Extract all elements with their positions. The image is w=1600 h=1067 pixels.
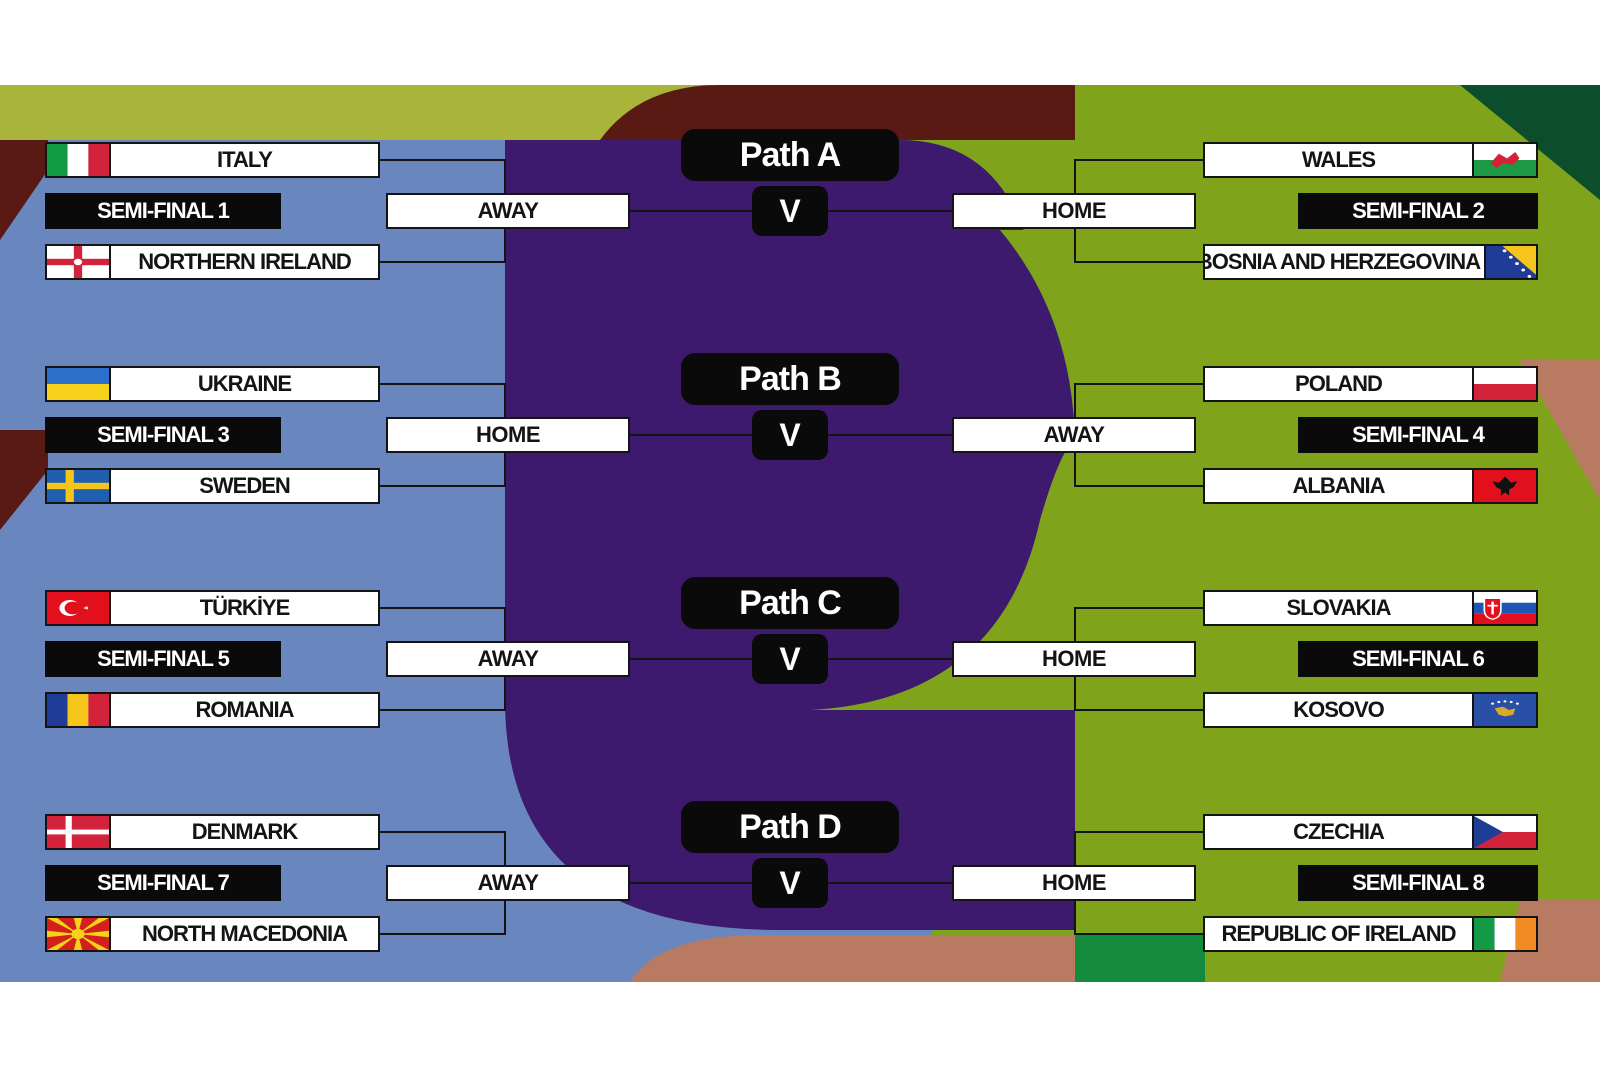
path-d-left-semi-final-label: SEMI-FINAL 7	[45, 865, 281, 901]
path-b-left-team2: SWEDEN	[45, 468, 380, 504]
path-a-left-semi-final-label: SEMI-FINAL 1	[45, 193, 281, 229]
wales-flag-icon	[1472, 144, 1536, 176]
path-c-left-team1-name: TÜRKİYE	[199, 595, 291, 620]
path-c-right-semi-final-label: SEMI-FINAL 6	[1298, 641, 1538, 677]
path-a-right-team1-name: WALES	[1301, 147, 1376, 172]
path-d-left-venue: AWAY	[386, 865, 630, 901]
path-c-left-team2: ROMANIA	[45, 692, 380, 728]
slovakia-flag-icon	[1472, 592, 1536, 624]
path-a-left-venue: AWAY	[386, 193, 630, 229]
denmark-flag-icon	[47, 816, 111, 848]
path-c-right-venue: HOME	[952, 641, 1196, 677]
sweden-flag-icon	[47, 470, 111, 502]
path-b-vs-badge: V	[752, 410, 828, 460]
path-a-right-team1: WALES	[1203, 142, 1538, 178]
ukraine-flag-icon	[47, 368, 111, 400]
path-b-left-semi-final-label: SEMI-FINAL 3	[45, 417, 281, 453]
turkiye-flag-icon	[47, 592, 111, 624]
path-c-vs-badge: V	[752, 634, 828, 684]
path-d-label: Path D	[681, 801, 899, 853]
path-a-left-team2-name: NORTHERN IRELAND	[138, 249, 352, 274]
path-c-left-venue: AWAY	[386, 641, 630, 677]
path-b-right-team2-name: ALBANIA	[1292, 473, 1386, 498]
poland-flag-icon	[1472, 368, 1536, 400]
path-d-right-team1-name: CZECHIA	[1293, 819, 1385, 844]
northern-ireland-flag-icon	[47, 246, 111, 278]
path-d-left-team2-name: NORTH MACEDONIA	[142, 921, 348, 946]
path-c-left-team2-name: ROMANIA	[195, 697, 294, 722]
romania-flag-icon	[47, 694, 111, 726]
path-c-right-team1-name: SLOVAKIA	[1286, 595, 1391, 620]
albania-flag-icon	[1472, 470, 1536, 502]
path-a-vs-badge: V	[752, 186, 828, 236]
path-c-right-team1: SLOVAKIA	[1203, 590, 1538, 626]
path-b-label: Path B	[681, 353, 899, 405]
path-b-right-team2: ALBANIA	[1203, 468, 1538, 504]
path-d-left-team1-name: DENMARK	[191, 819, 298, 844]
path-c-left-semi-final-label: SEMI-FINAL 5	[45, 641, 281, 677]
ireland-flag-icon	[1472, 918, 1536, 950]
path-a-right-venue: HOME	[952, 193, 1196, 229]
path-a-left-team1-name: ITALY	[217, 147, 273, 172]
bosnia-flag-icon	[1484, 246, 1536, 278]
path-b-right-venue: AWAY	[952, 417, 1196, 453]
kosovo-flag-icon	[1472, 694, 1536, 726]
path-d-left-team2: NORTH MACEDONIA	[45, 916, 380, 952]
path-d-right-semi-final-label: SEMI-FINAL 8	[1298, 865, 1538, 901]
path-b-left-team1-name: UKRAINE	[197, 371, 292, 396]
path-a-left-team1: ITALY	[45, 142, 380, 178]
path-b-right-semi-final-label: SEMI-FINAL 4	[1298, 417, 1538, 453]
path-b-left-team2-name: SWEDEN	[199, 473, 291, 498]
path-d-vs-badge: V	[752, 858, 828, 908]
path-d-left-team1: DENMARK	[45, 814, 380, 850]
path-b-right-team1: POLAND	[1203, 366, 1538, 402]
path-a-right-team2-name: BOSNIA AND HERZEGOVINA	[1203, 249, 1481, 274]
path-a-right-semi-final-label: SEMI-FINAL 2	[1298, 193, 1538, 229]
path-a-right-team2: BOSNIA AND HERZEGOVINA	[1203, 244, 1538, 280]
path-b-left-venue: HOME	[386, 417, 630, 453]
path-c-left-team1: TÜRKİYE	[45, 590, 380, 626]
path-c-label: Path C	[681, 577, 899, 629]
path-c-right-team2-name: KOSOVO	[1293, 697, 1385, 722]
path-c-right-team2: KOSOVO	[1203, 692, 1538, 728]
path-d-right-team2: REPUBLIC OF IRELAND	[1203, 916, 1538, 952]
path-d-right-team1: CZECHIA	[1203, 814, 1538, 850]
path-d-right-team2-name: REPUBLIC OF IRELAND	[1221, 921, 1457, 946]
path-a-label: Path A	[681, 129, 899, 181]
path-d-right-venue: HOME	[952, 865, 1196, 901]
path-b-left-team1: UKRAINE	[45, 366, 380, 402]
path-b-right-team1-name: POLAND	[1295, 371, 1383, 396]
path-a-left-team2: NORTHERN IRELAND	[45, 244, 380, 280]
north-macedonia-flag-icon	[47, 918, 111, 950]
czechia-flag-icon	[1472, 816, 1536, 848]
italy-flag-icon	[47, 144, 111, 176]
